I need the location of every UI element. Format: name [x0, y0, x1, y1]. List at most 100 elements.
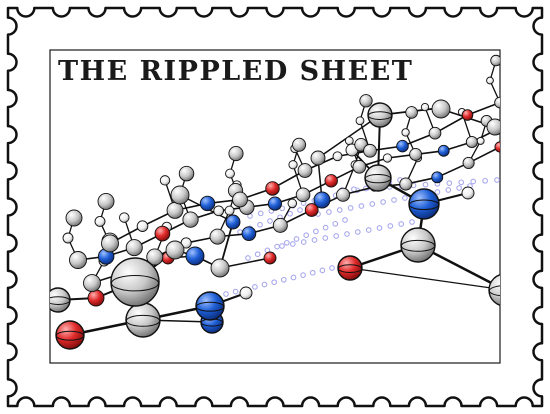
atom-oxygen	[154, 225, 171, 242]
hydrogen-bond-dot	[254, 251, 261, 258]
atom-oxygen	[265, 181, 280, 196]
atom-carbon	[359, 94, 373, 108]
atom-hydrogen	[287, 198, 298, 209]
hydrogen-bond-dot	[434, 189, 441, 195]
atom-hydrogen	[382, 153, 393, 163]
atom-hydrogen	[461, 186, 475, 200]
atom-nitrogen	[313, 191, 331, 209]
atom-nitrogen	[408, 188, 440, 220]
hydrogen-bond-dot	[289, 241, 296, 247]
atom-carbon	[101, 234, 119, 253]
atom-carbon	[83, 274, 101, 292]
hydrogen-bond-dot	[322, 224, 329, 231]
atom-carbon	[209, 228, 226, 245]
hydrogen-bond-dot	[380, 199, 386, 205]
atom-carbon	[462, 156, 475, 169]
hydrogen-bond-dot	[446, 180, 453, 186]
stamp-title: THE RIPPLED SHEET	[58, 56, 414, 87]
hydrogen-bond-dot	[344, 231, 350, 237]
atom-nitrogen	[199, 195, 216, 212]
molecule-bond	[349, 267, 500, 290]
atom-nitrogen	[195, 291, 225, 321]
hydrogen-bond-dot	[336, 207, 343, 213]
atom-hydrogen	[136, 220, 149, 232]
hydrogen-bond-dot	[470, 178, 477, 185]
atom-carbon	[336, 187, 351, 202]
hydrogen-bond-dot	[365, 227, 372, 233]
hydrogen-bond-dot	[482, 177, 488, 184]
atom-carbon	[178, 165, 195, 182]
atom-hydrogen	[332, 151, 343, 162]
hydrogen-bond-dot	[319, 267, 326, 274]
hydrogen-bond-dot	[369, 201, 376, 207]
atom-hydrogen	[62, 232, 74, 244]
atom-nitrogen	[225, 214, 241, 230]
atom-carbon	[431, 99, 451, 119]
atom-carbon	[146, 248, 164, 266]
hydrogen-bond-dot	[290, 274, 297, 281]
atom-carbon	[210, 258, 230, 278]
atom-carbon	[65, 209, 83, 227]
atom-nitrogen	[241, 226, 257, 241]
hydrogen-bond-dot	[313, 228, 319, 235]
atom-oxygen	[55, 320, 85, 350]
atom-carbon	[399, 177, 413, 191]
atom-hydrogen	[476, 136, 485, 145]
hydrogen-bond-dot	[293, 236, 300, 242]
hydrogen-bond-dot	[267, 218, 273, 224]
atom-carbon	[69, 251, 87, 269]
atom-hydrogen	[288, 160, 298, 170]
atom-oxygen	[263, 251, 277, 265]
atom-carbon	[166, 201, 184, 219]
atom-hydrogen	[486, 76, 494, 85]
atom-carbon	[295, 187, 311, 203]
atom-carbon	[486, 118, 500, 136]
atom-nitrogen	[267, 196, 283, 211]
hydrogen-bond-dot	[351, 186, 357, 193]
atom-carbon	[97, 193, 115, 210]
atom-carbon	[272, 217, 288, 233]
atom-carbon	[228, 146, 244, 162]
atom-carbon	[110, 257, 160, 307]
atom-nitrogen	[396, 139, 409, 153]
hydrogen-bond-dot	[287, 210, 293, 217]
atom-carbon	[494, 96, 500, 109]
hydrogen-bond-dot	[257, 221, 263, 228]
atom-carbon	[170, 185, 190, 205]
atom-oxygen	[461, 109, 474, 121]
atom-carbon	[165, 240, 185, 260]
atom-hydrogen	[420, 103, 430, 112]
atom-carbon	[292, 137, 307, 152]
hydrogen-bond-dot	[309, 269, 316, 276]
atom-hydrogen	[94, 216, 106, 227]
hydrogen-bond-dot	[398, 221, 405, 227]
hydrogen-bond-dot	[252, 284, 258, 290]
atom-hydrogen	[401, 128, 410, 137]
hydrogen-bond-dot	[283, 239, 290, 246]
hydrogen-bond-dot	[232, 288, 239, 295]
atom-oxygen	[494, 141, 500, 153]
hydrogen-bond-dot	[279, 243, 285, 249]
atom-hydrogen	[225, 168, 235, 179]
hydrogen-bond-dot	[342, 217, 348, 223]
hydrogen-bond-dot	[261, 281, 268, 288]
molecule-illustration	[50, 54, 500, 350]
atom-carbon	[50, 287, 71, 313]
hydrogen-bond-dot	[456, 185, 462, 191]
atom-carbon	[428, 126, 442, 140]
atom-hydrogen	[119, 212, 130, 223]
hydrogen-bond-dot	[257, 210, 264, 217]
hydrogen-bond-dot	[311, 237, 318, 243]
atom-carbon	[364, 164, 392, 192]
hydrogen-bond-dot	[354, 229, 361, 235]
atom-carbon	[490, 54, 500, 67]
hydrogen-bond-dot	[358, 203, 365, 209]
atom-nitrogen	[431, 171, 444, 184]
atom-carbon	[182, 211, 199, 228]
atom-carbon	[125, 239, 143, 257]
molecule-bond	[466, 101, 500, 116]
atom-hydrogen	[239, 286, 253, 300]
hydrogen-bond-dot	[458, 179, 465, 186]
atom-hydrogen	[159, 175, 171, 186]
atom-oxygen	[324, 174, 338, 188]
